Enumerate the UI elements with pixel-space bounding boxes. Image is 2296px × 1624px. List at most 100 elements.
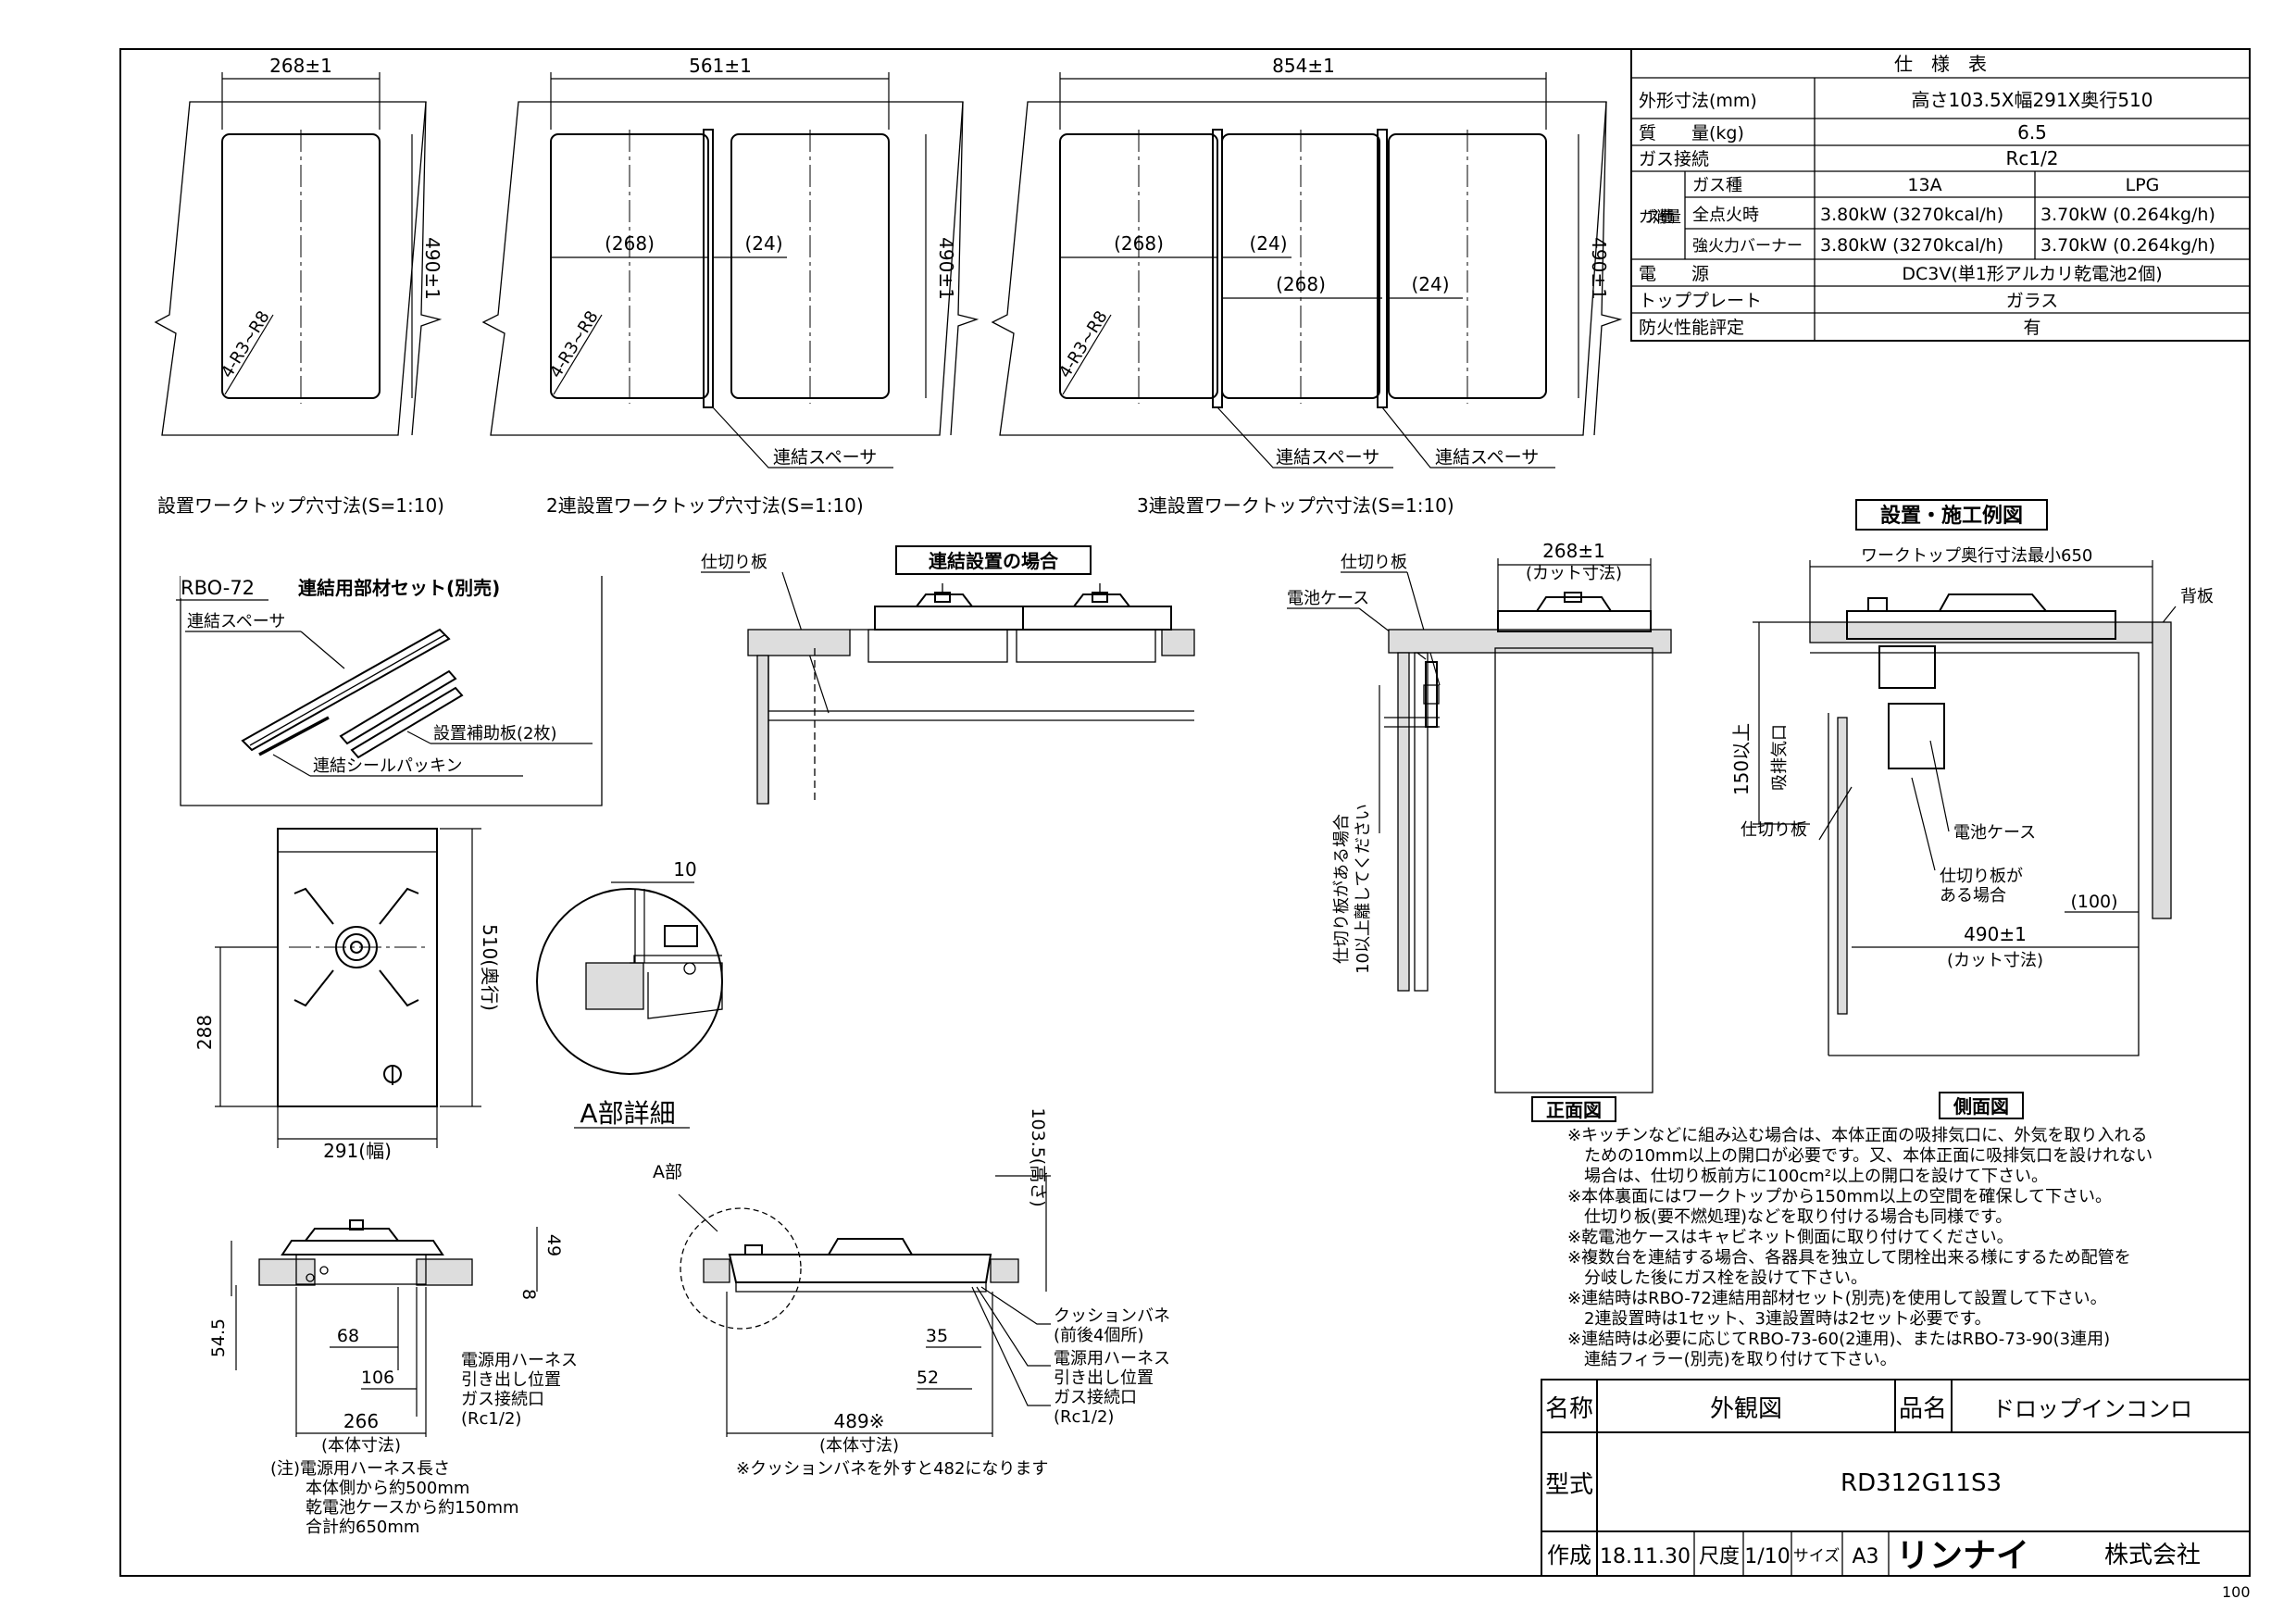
sheet-border [119, 48, 2251, 1577]
rbo72-title: 連結用部材セット(別売) [298, 577, 500, 599]
install-front-cut-label: (カット寸法) [1526, 564, 1622, 583]
install-front-partition: 仕切り板 [1341, 553, 1407, 572]
spec-value-mass: 6.5 [2017, 121, 2047, 144]
front-d106: 106 [361, 1368, 394, 1388]
spec-lpg-all-burners: 3.70kW (0.264kg/h) [2040, 205, 2215, 225]
spec-label-dimensions: 外形寸法(mm) [1639, 91, 1757, 111]
spec-value-dimensions: 高さ103.5X幅291X奥行510 [1911, 89, 2152, 111]
front-d68: 68 [337, 1326, 359, 1346]
tb-scale: 1/10 [1744, 1545, 1790, 1568]
install-side-partition-case1: 仕切り板が [1940, 867, 2023, 886]
cutout3-spacer2-label: 連結スペーサ [1435, 447, 1539, 468]
cutout2-caption: 2連設置ワークトップ穴寸法(S=1:10) [546, 494, 864, 517]
cutout3-width: 854±1 [1272, 55, 1335, 77]
tb-name-label: 名称 [1545, 1395, 1593, 1423]
spec-table: 仕 様 表 外形寸法(mm) 高さ103.5X幅291X奥行510 質 量(kg… [1630, 48, 2251, 342]
tb-date: 18.11.30 [1600, 1545, 1691, 1568]
tb-size: A3 [1852, 1545, 1878, 1568]
spec-label-fire-rating: 防火性能評定 [1639, 318, 1744, 338]
side-small-view: A部 103.5(高さ) 35 52 489※ (本体寸法) クッションバネ (… [653, 1107, 1170, 1479]
cutout-double: 561±1 (268) (24) 490±1 4-R3~R8 連結スペーサ 2連… [481, 55, 980, 517]
spec-value-fire-rating: 有 [2023, 318, 2040, 338]
front-gas-conn: ガス接続口 [461, 1390, 544, 1409]
cutout3-sub4: (24) [1411, 273, 1449, 295]
spec-gas-13a: 13A [1907, 175, 1941, 195]
tb-product-label: 品名 [1899, 1395, 1947, 1423]
side-harness2: 引き出し位置 [1054, 1368, 1154, 1388]
cutout2-depth: 490±1 [935, 237, 957, 300]
front-small-view: 49 8 54.5 68 106 266 (本体寸法) 電源用ハーネス 引き出し… [208, 1219, 578, 1537]
note-3: ※本体裏面にはワークトップから150mm以上の空間を確保して下さい。 [1567, 1187, 2112, 1206]
front-note-1: 本体側から約500mm [306, 1479, 469, 1498]
spec-title: 仕 様 表 [1894, 53, 1987, 75]
side-d35: 35 [926, 1326, 948, 1346]
side-body-size: (本体寸法) [819, 1436, 899, 1455]
install-side-battery: 電池ケース [1953, 823, 2036, 843]
rbo72-plate-label: 設置補助板(2枚) [433, 724, 557, 743]
cutout2-sub1: (268) [605, 232, 655, 255]
cutout2-radius: 4-R3~R8 [546, 307, 603, 381]
cutout3-sub3: (268) [1276, 273, 1326, 295]
top-view: 291(幅) 510(奥行) 288 [193, 828, 501, 1162]
install-side-d100: (100) [2070, 892, 2117, 912]
front-body-size: (本体寸法) [321, 1436, 401, 1455]
page-number: 100 [2222, 1583, 2251, 1601]
cutout1-caption: 設置ワークトップ穴寸法(S=1:10) [157, 494, 444, 517]
side-note: ※クッションバネを外すと482になります [736, 1459, 1048, 1479]
cutout1-depth: 490±1 [421, 237, 443, 300]
side-a-part: A部 [653, 1162, 682, 1182]
tb-name-value: 外観図 [1710, 1395, 1782, 1423]
note-6: ※複数台を連結する場合、各器具を独立して閉栓出来る様にするため配管を [1567, 1248, 2131, 1268]
cutout1-radius: 4-R3~R8 [218, 307, 274, 381]
install-side-partition-case2: ある場合 [1940, 886, 2006, 906]
tb-size-label: サイズ [1793, 1547, 1841, 1566]
front-d266: 266 [343, 1410, 379, 1432]
cutout2-spacer-label: 連結スペーサ [773, 447, 877, 468]
spec-value-top-plate: ガラス [2006, 291, 2059, 311]
front-gas-conn2: (Rc1/2) [461, 1409, 521, 1429]
front-h545: 54.5 [208, 1318, 229, 1357]
cutout3-depth: 490±1 [1588, 237, 1610, 300]
installation-notes: ※キッチンなどに組み込む場合は、本体正面の吸排気口に、外気を取り入れる ための1… [1567, 1126, 2152, 1369]
detail-a-caption: A部詳細 [580, 1098, 675, 1129]
install-side-depth-min: ワークトップ奥行寸法最小650 [1861, 546, 2092, 566]
rbo72-packing-label: 連結シールパッキン [313, 756, 462, 776]
install-front-cut-width: 268±1 [1542, 540, 1605, 562]
install-side-back-panel: 背板 [2180, 587, 2214, 606]
detail-a: 10 A部詳細 [536, 858, 723, 1129]
detail-a-dim: 10 [673, 858, 696, 881]
side-d489: 489※ [834, 1410, 885, 1432]
tb-made-label: 作成 [1547, 1543, 1591, 1568]
spec-label-top-plate: トッププレート [1639, 291, 1762, 311]
cutout2-sub2: (24) [744, 232, 782, 255]
cutout3-radius: 4-R3~R8 [1055, 307, 1112, 381]
spec-label-consumption: ガス消費量 [1639, 208, 1681, 227]
front-h8: 8 [518, 1289, 539, 1300]
side-gas-conn: ガス接続口 [1054, 1388, 1137, 1407]
note-9: 2連設置時は1セット、3連設置時は2セット必要です。 [1567, 1309, 1991, 1329]
spec-label-gas-connection: ガス接続 [1639, 149, 1709, 169]
note-8: ※連結時はRBO-72連結用部材セット(別売)を使用して設置して下さい。 [1567, 1289, 2107, 1308]
front-note-2: 乾電池ケースから約150mm [306, 1498, 519, 1518]
tb-model-label: 型式 [1545, 1471, 1593, 1499]
install-side-view: ワークトップ奥行寸法最小650 背板 150以上 吸排気口 仕切り板 電池ケース… [1730, 546, 2214, 1119]
spec-value-gas-connection: Rc1/2 [2005, 147, 2058, 169]
side-cushion2: (前後4個所) [1054, 1326, 1144, 1345]
top-view-width: 291(幅) [323, 1140, 392, 1162]
tb-company-suffix: 株式会社 [2104, 1542, 2201, 1569]
side-d52: 52 [917, 1368, 939, 1388]
spec-13a-all-burners: 3.80kW (3270kcal/h) [1820, 205, 2003, 225]
cutout3-sub1: (268) [1114, 232, 1164, 255]
side-harness: 電源用ハーネス [1054, 1349, 1170, 1368]
note-10: ※連結時は必要に応じてRBO-73-60(2連用)、またはRBO-73-90(3… [1567, 1330, 2110, 1349]
note-2: 場合は、仕切り板前方に100cm²以上の開口を設けて下さい。 [1567, 1167, 2048, 1186]
install-side-vent-height: 150以上 [1730, 723, 1753, 795]
spec-label-all-burners: 全点火時 [1692, 206, 1759, 225]
spec-label-strong-burner: 強火力バーナー [1692, 237, 1803, 256]
cutout2-width: 561±1 [689, 55, 752, 77]
note-5: ※乾電池ケースはキャビネット側面に取り付けてください。 [1567, 1228, 2014, 1247]
spec-label-power: 電 源 [1639, 264, 1709, 284]
side-height: 103.5(高さ) [1028, 1107, 1048, 1206]
side-cushion: クッションバネ [1054, 1306, 1170, 1326]
